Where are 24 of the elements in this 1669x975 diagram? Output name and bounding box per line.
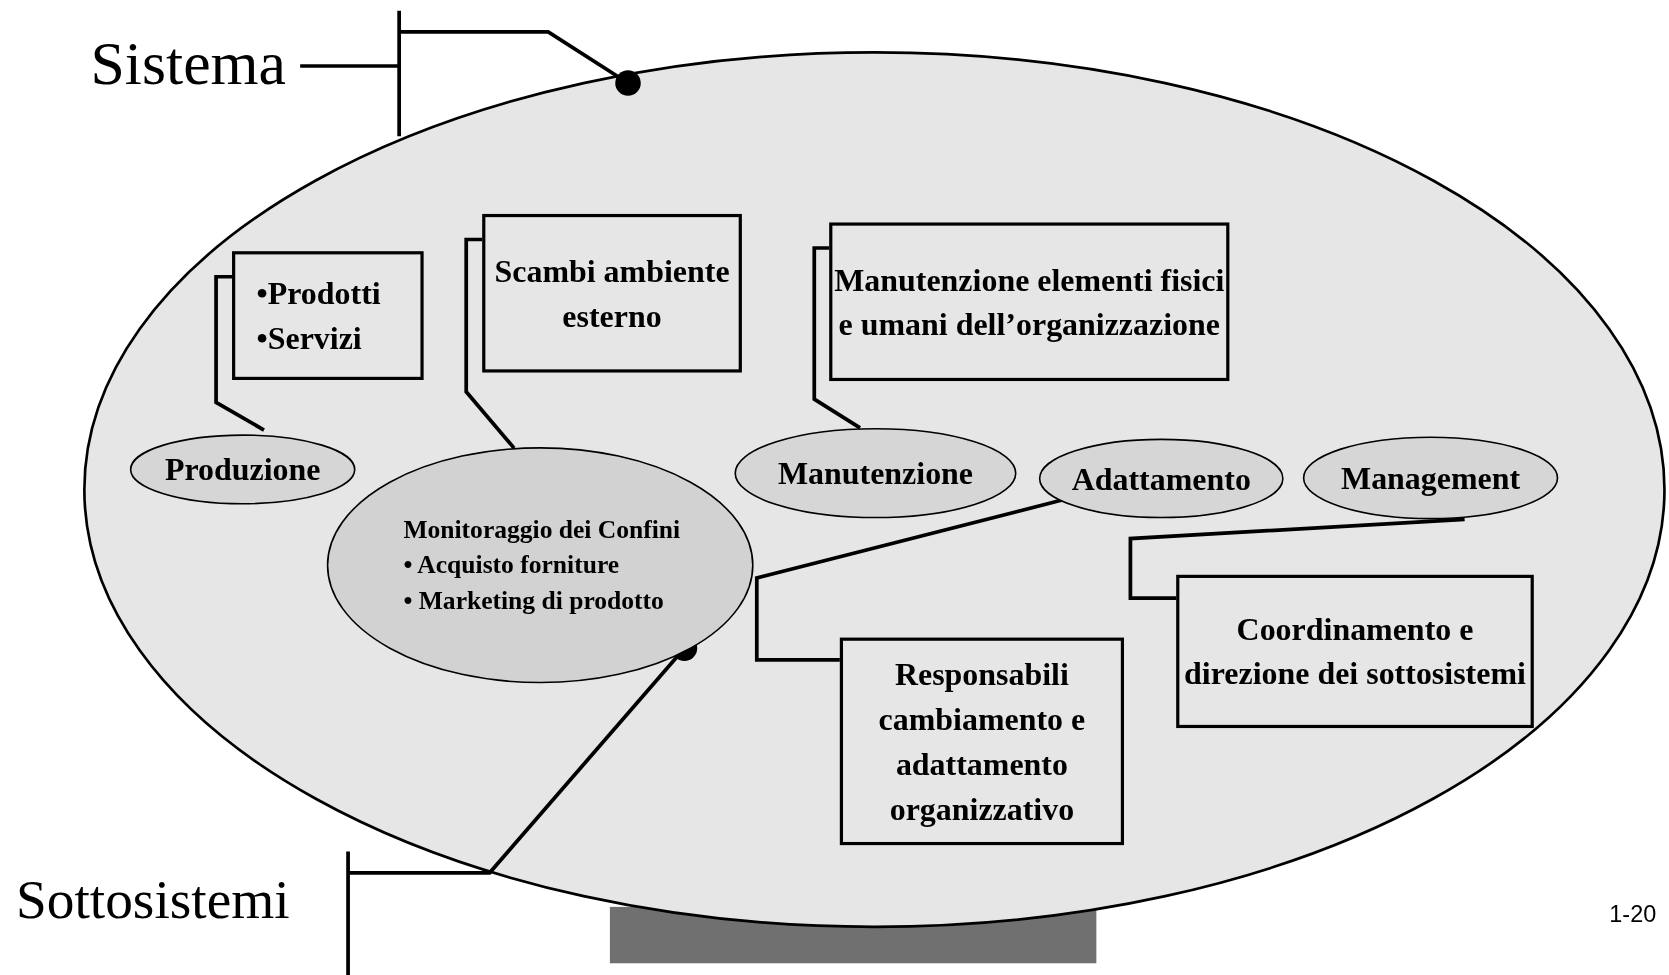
leader-line [754, 498, 1062, 662]
leader-line [464, 237, 516, 450]
leader-line [214, 274, 265, 432]
output-box [232, 251, 424, 380]
subsystem-ellipse: Produzione [129, 434, 356, 505]
leader-line [812, 246, 862, 430]
callout-box: Manutenzione elementi fisici e umani dell’organizzazione [829, 222, 1230, 382]
leader-line [298, 8, 641, 139]
page-number: 1-20 [1609, 900, 1657, 929]
list-item: •Servizi [256, 318, 362, 357]
subsystem-ellipse: Manutenzione [734, 427, 1017, 519]
heading-text: Monitoraggio dei Confini [403, 513, 681, 545]
leader-line [1128, 517, 1465, 601]
list-item: • Acquisto forniture [403, 549, 620, 581]
subsystem-ellipse: Adattamento [1038, 438, 1284, 519]
subsystem-ellipse [326, 447, 754, 684]
subsystem-ellipse: Management [1302, 436, 1559, 520]
list-item: • Marketing di prodotto [403, 585, 664, 616]
list-item: •Prodotti [256, 274, 381, 313]
callout-box: Responsabili cambiamento e adattamento organizzativo [839, 637, 1124, 846]
callout-box: Coordinamento e direzione dei sottosistemi [1176, 574, 1534, 729]
callout-box: Scambi ambiente esterno [482, 213, 742, 373]
subsystems-label: Sottosistemi [15, 851, 349, 948]
system-label: Sistema [90, 10, 304, 118]
